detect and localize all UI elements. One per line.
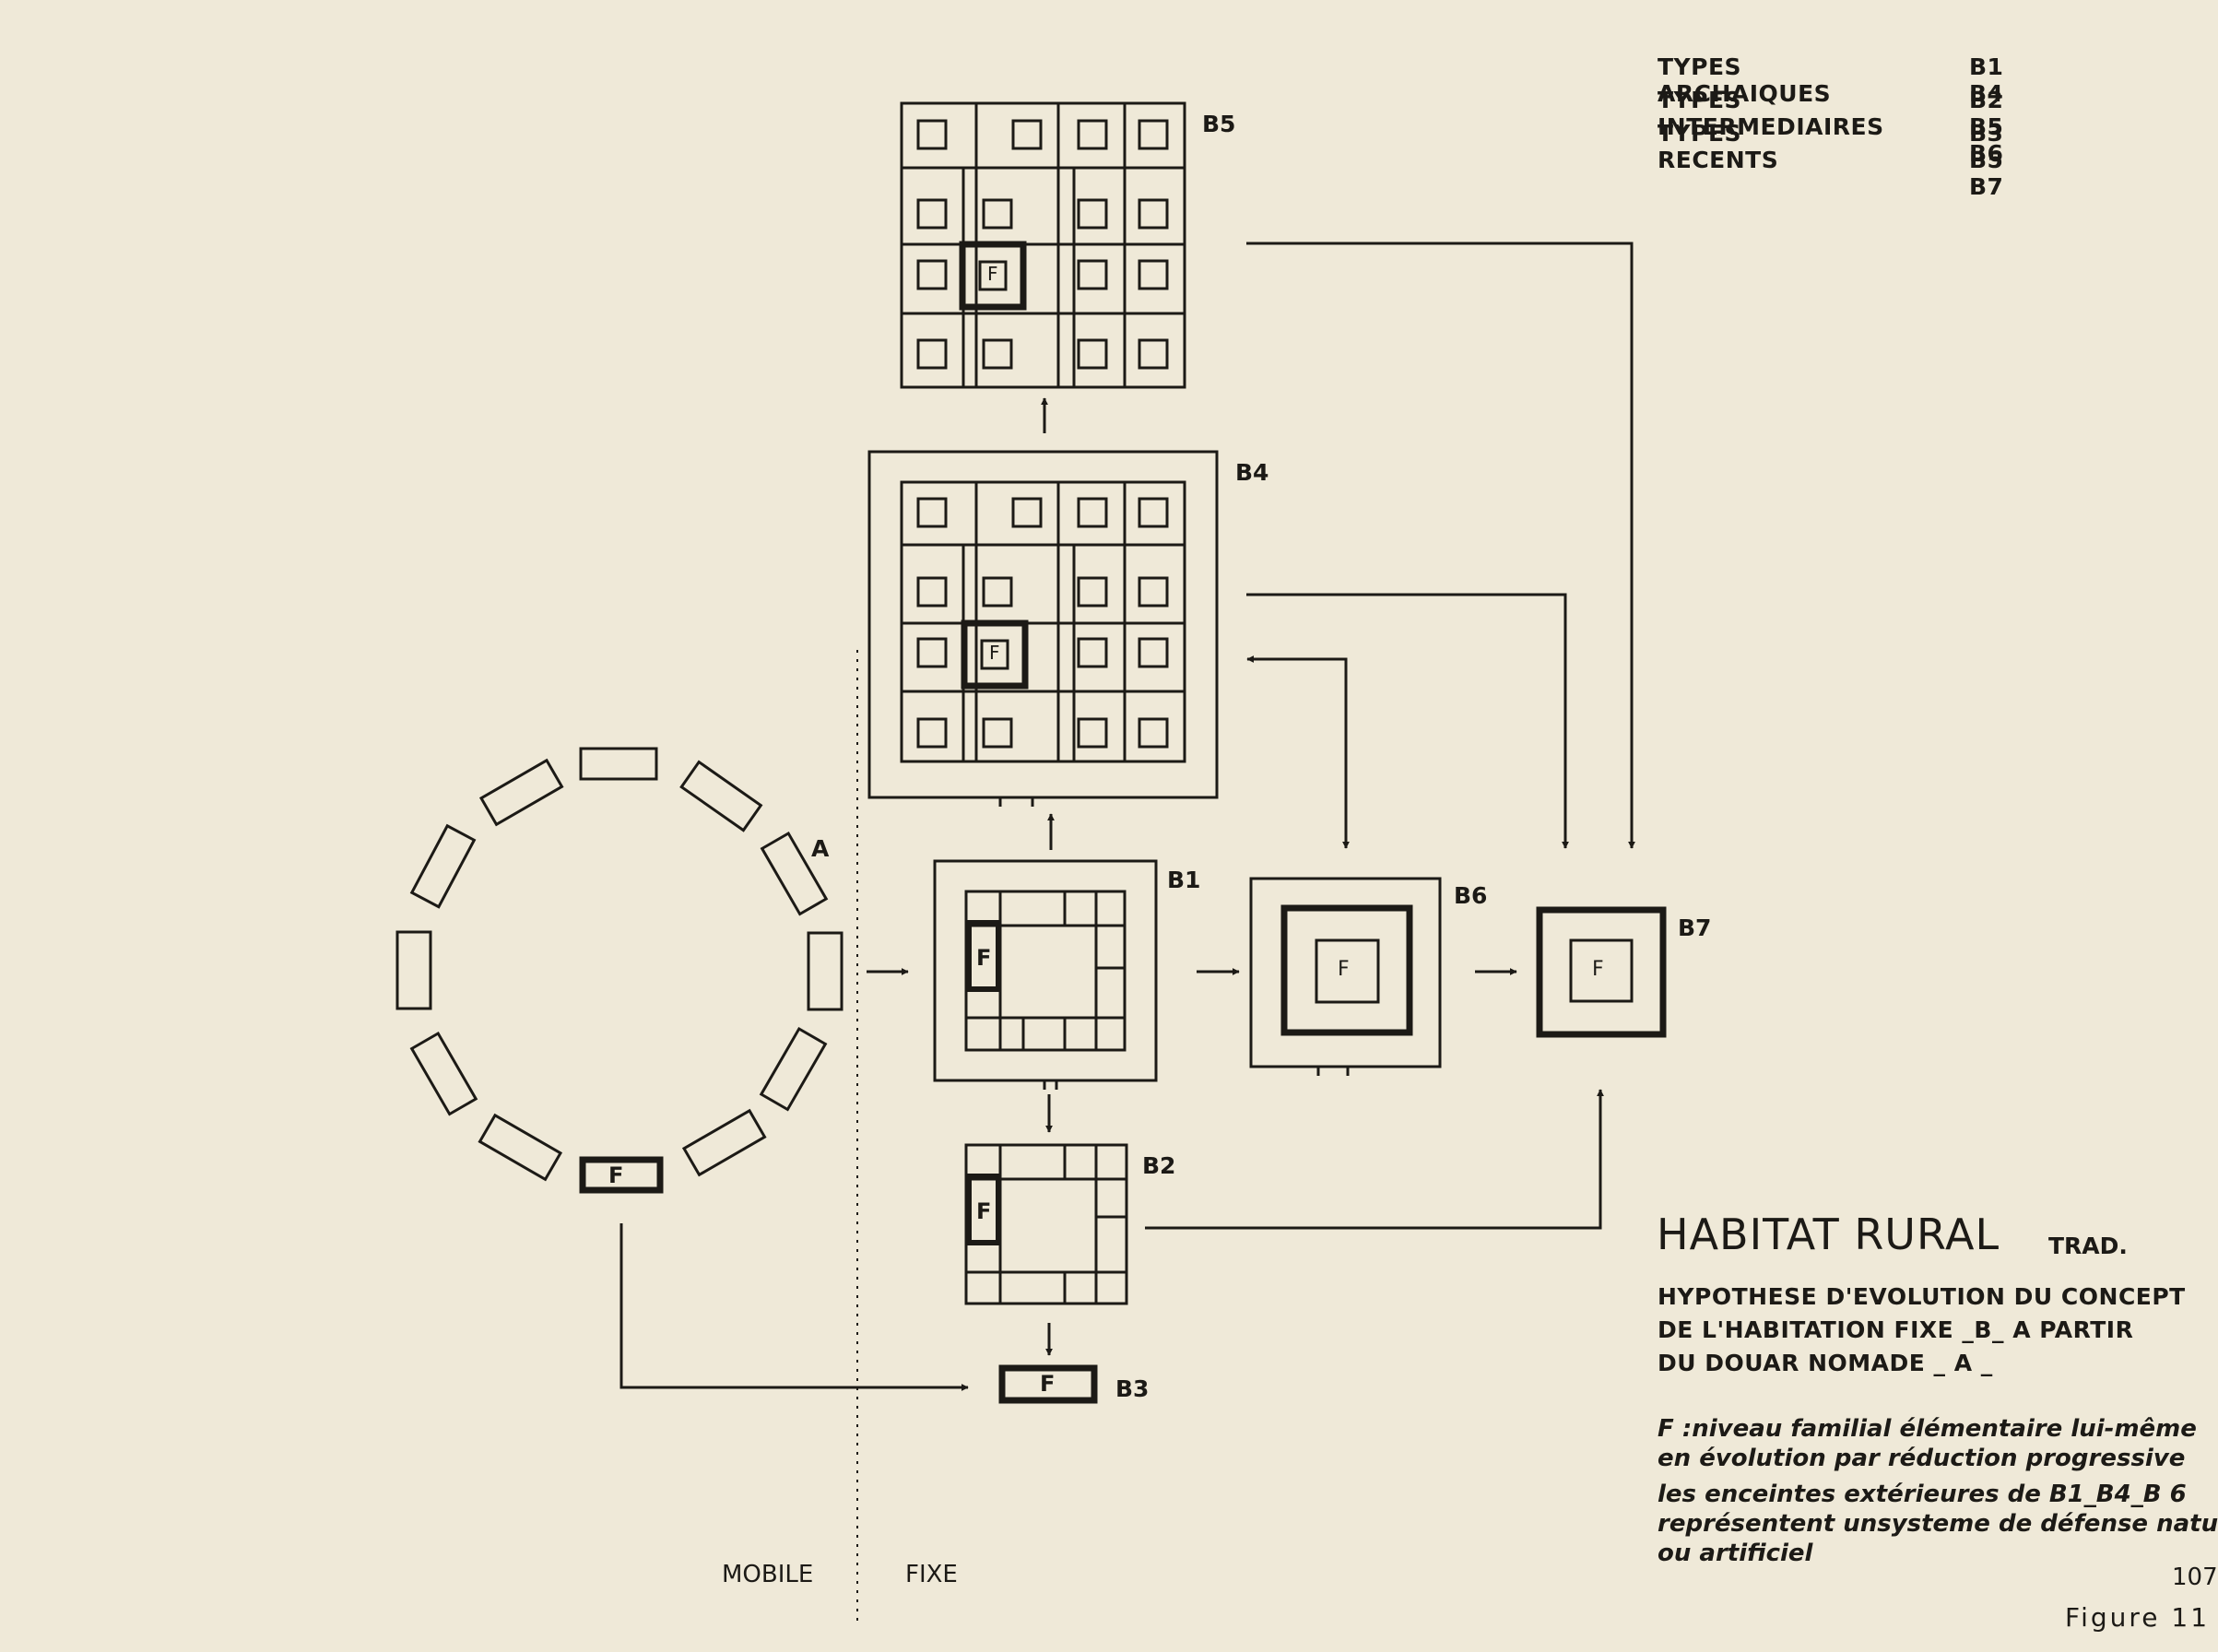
family-tent	[579, 1156, 664, 1194]
family-mark: F	[989, 642, 1000, 664]
node-label-b6: B6	[1454, 882, 1488, 909]
caption-note-line: les enceintes extérieures de B1_B4_B 6	[1658, 1481, 2187, 1508]
b4-plan	[867, 450, 1219, 807]
b5-plan	[900, 101, 1186, 389]
arrow-b4-b6	[1246, 655, 1350, 849]
arrow-b5-to-b7	[1246, 242, 1635, 849]
family-mark: F	[976, 945, 992, 971]
caption-title-suffix: TRAD.	[2048, 1233, 2128, 1259]
caption-note-line: F :niveau familial élémentaire lui-même	[1658, 1415, 2197, 1443]
caption-subtitle-line: HYPOTHESE D'EVOLUTION DU CONCEPT	[1658, 1283, 2186, 1310]
caption-note-line: représentent unsysteme de défense nature…	[1658, 1510, 2218, 1538]
legend-label: TYPES ARCHAIQUES	[1658, 53, 1832, 107]
node-label-b3: B3	[1115, 1375, 1150, 1402]
caption-subtitle-line: DE L'HABITATION FIXE _B_ A PARTIR	[1658, 1316, 2134, 1343]
figure-label: Figure 11	[2065, 1602, 2211, 1633]
family-cell	[961, 620, 1029, 690]
family-cell	[959, 241, 1027, 311]
arrow-b4-to-b7	[1246, 593, 1569, 849]
mobile-label: MOBILE	[722, 1561, 814, 1588]
legend-values: B3 B5 B7	[1969, 120, 2004, 200]
node-label-b5: B5	[1202, 111, 1236, 137]
family-mark: F	[987, 263, 998, 285]
family-mark: F	[1338, 958, 1350, 981]
family-cell	[966, 1174, 1001, 1245]
arrow-b2-to-b7	[1145, 1089, 1604, 1230]
legend-values: B2 B5 B6	[1969, 87, 2004, 167]
node-label-a: A	[811, 835, 830, 862]
evolution-arrows	[619, 242, 1635, 1391]
family-mark: F	[1040, 1371, 1056, 1397]
node-label-b1: B1	[1167, 867, 1201, 893]
douar-ring-a	[395, 747, 844, 1194]
b1-plan	[933, 859, 1158, 1090]
node-label-b2: B2	[1142, 1152, 1176, 1179]
b2-plan	[964, 1143, 1128, 1305]
arrow-a-to-b3	[619, 1223, 969, 1391]
family-mark: F	[608, 1162, 624, 1188]
caption-note-line: ou artificiel	[1658, 1540, 1813, 1567]
family-cell	[966, 920, 1001, 992]
node-label-b7: B7	[1678, 914, 1712, 941]
b7-plan	[1536, 906, 1667, 1038]
legend-label: TYPES RECENTS	[1658, 120, 1779, 173]
caption-title: HABITAT RURAL	[1657, 1210, 2000, 1259]
legend-label: TYPES INTERMEDIAIRES	[1658, 87, 1884, 140]
node-label-b4: B4	[1235, 459, 1269, 486]
page-number: 107	[2172, 1564, 2218, 1591]
b3-plan	[998, 1364, 1098, 1404]
legend-values: B1 B4	[1969, 53, 2004, 107]
b6-plan	[1249, 877, 1442, 1076]
family-mark: F	[976, 1198, 992, 1224]
family-mark: F	[1592, 958, 1604, 981]
fixed-label: FIXE	[905, 1561, 958, 1588]
caption-subtitle-line: DU DOUAR NOMADE _ A _	[1658, 1350, 1993, 1376]
caption-note-line: en évolution par réduction progressive	[1658, 1445, 2186, 1472]
